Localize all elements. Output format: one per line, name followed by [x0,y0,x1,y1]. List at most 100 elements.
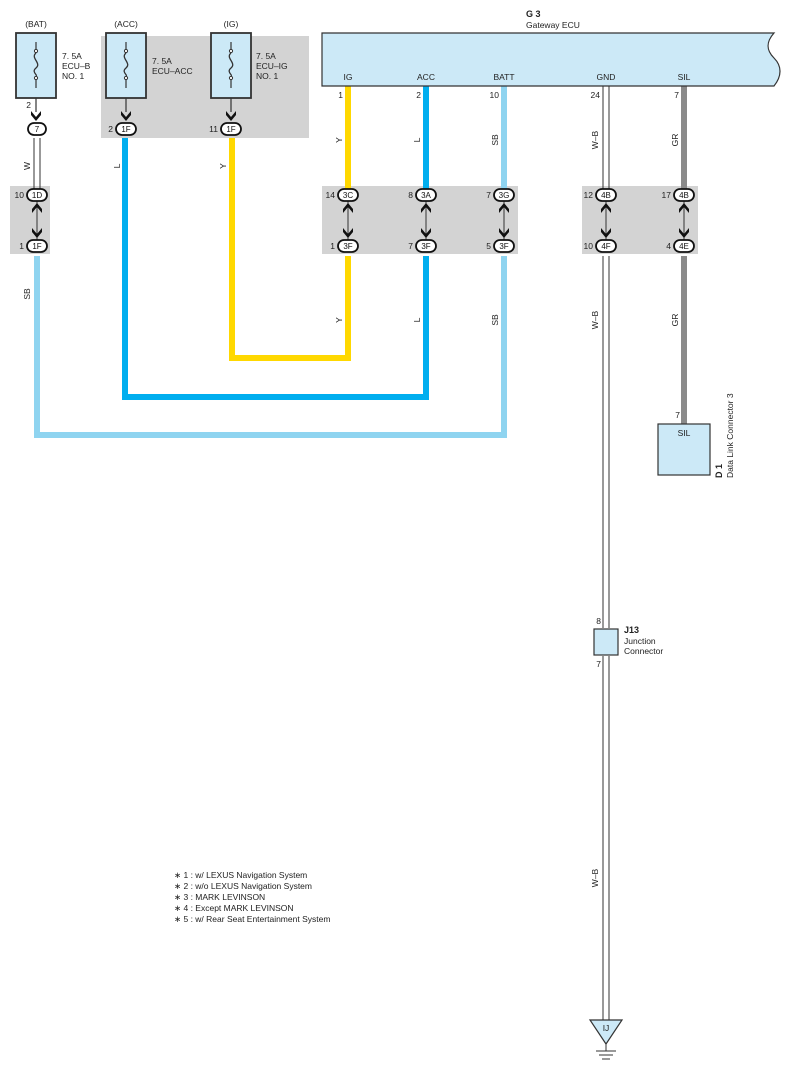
wire-label-sb-ecu: SB [490,134,500,146]
connector-batt-b [493,239,515,253]
connector-gnd-a [595,188,617,202]
connector-left-b [26,239,48,253]
fuse-ecu-ig-no: NO. 1 [256,71,278,81]
connector-acc-a-pin: 8 [408,190,413,200]
connector-left-a-code: 1D [32,191,42,200]
source-bat: (BAT) [25,19,47,29]
wire-y-ig [229,138,351,361]
pin-label-gnd: GND [597,72,616,82]
fuse-ecu-acc-name: ECU–ACC [152,66,193,76]
junction-pin-in: 8 [596,616,601,626]
wire-label-y-low: Y [334,317,344,323]
wire-label-l-left: L [112,163,122,168]
pin-num-batt: 10 [490,90,500,100]
connector-sil-b-pin: 4 [666,241,671,251]
connector-batt-b-code: 3F [499,242,508,251]
wire-label-l-ecu: L [412,137,422,142]
junction-connector-box [593,628,619,656]
pin-label-sil: SIL [678,72,691,82]
wire-label-gr-low: GR [670,314,680,327]
connector-ig-top-code: 1F [226,125,235,134]
connector-left-b-code: 1F [32,242,41,251]
arrow-acc [121,111,131,121]
fuse-ecu-b-rating: 7. 5A [62,51,82,61]
wire-label-sb-low: SB [490,314,500,326]
gateway-ecu-code: G 3 [526,9,541,19]
pin-label-batt: BATT [493,72,514,82]
note-3: ∗ 3 : MARK LEVINSON [174,892,265,902]
junction-code: J13 [624,625,639,635]
pin-label-acc: ACC [417,72,435,82]
connector-ig-b-code: 3F [343,242,352,251]
dlc-name: Data Link Connector 3 [725,393,735,478]
source-acc: (ACC) [114,19,138,29]
wire-label-gr-ecu: GR [670,134,680,147]
connector-bat-top [27,122,47,136]
fuse-ecu-acc [105,32,147,99]
connector-gnd-a-code: 4B [601,191,611,200]
junction-line2: Connector [624,646,663,656]
wire-label-y-left: Y [218,163,228,169]
arrow-bat [31,111,41,121]
connector-sil-b [673,239,695,253]
ground-triangle [588,1019,624,1046]
connector-acc-b [415,239,437,253]
connector-left-b-pin: 1 [19,241,24,251]
connector-acc-top [115,122,137,136]
fuse-ecu-b-name: ECU–B [62,61,91,71]
dlc-pin-num: 7 [675,410,680,420]
connector-left-a [26,188,48,202]
connector-ig-b-pin: 1 [330,241,335,251]
connector-gnd-b-code: 4F [601,242,610,251]
connector-acc-top-pin: 2 [108,124,113,134]
fuse-ecu-ig-name: ECU–IG [256,61,288,71]
arrow-ig [226,111,236,121]
fuse-ecu-ig [210,32,252,99]
connector-ig-b [337,239,359,253]
connector-ig-a-pin: 14 [326,190,336,200]
connector-batt-a-pin: 7 [486,190,491,200]
gateway-ecu-box [321,32,781,87]
fuse-ecu-acc-rating: 7. 5A [152,56,172,66]
wire-wb-gnd [602,86,610,1020]
pin-num-gnd: 24 [591,90,601,100]
connector-sil-b-code: 4E [679,242,689,251]
ground-label: IJ [603,1023,610,1033]
connector-gnd-a-pin: 12 [584,190,594,200]
connector-acc-top-code: 1F [121,125,130,134]
pin-num-ig: 1 [338,90,343,100]
wire-label-sb-left: SB [22,288,32,300]
dlc-code: D 1 [714,464,724,478]
wire-bat-w [33,138,41,192]
note-5: ∗ 5 : w/ Rear Seat Entertainment System [174,914,330,924]
connector-ig-a [337,188,359,202]
connector-sil-a-pin: 17 [662,190,672,200]
wire-label-wb-low: W–B [590,310,600,329]
pin-num-acc: 2 [416,90,421,100]
dlc-pin-label: SIL [678,428,691,438]
wire-label-y-ecu: Y [334,137,344,143]
ground-icon [596,1044,616,1060]
connector-pairs: 1D101F13C143F13A83F73G73F54B124F104B174E… [15,188,695,253]
pin-num-sil: 7 [674,90,679,100]
connector-batt-a-code: 3G [499,191,510,200]
note-1: ∗ 1 : w/ LEXUS Navigation System [174,870,307,880]
connector-sil-a-code: 4B [679,191,689,200]
connector-gnd-b [595,239,617,253]
wire-label-wb-bottom: W–B [590,868,600,887]
wire-label-l-low: L [412,317,422,322]
notes-block: ∗ 1 : w/ LEXUS Navigation System ∗ 2 : w… [174,870,330,924]
connector-acc-a-code: 3A [421,191,431,200]
connector-sil-a [673,188,695,202]
connector-bat-top-pin: 2 [26,100,31,110]
connector-batt-a [493,188,515,202]
junction-line1: Junction [624,636,656,646]
connector-bat-top-code: 7 [35,125,40,134]
connector-acc-b-code: 3F [421,242,430,251]
note-2: ∗ 2 : w/o LEXUS Navigation System [174,881,312,891]
wire-l-acc [122,138,429,400]
source-ig: (IG) [224,19,239,29]
connector-acc-a [415,188,437,202]
pin-label-ig: IG [344,72,353,82]
